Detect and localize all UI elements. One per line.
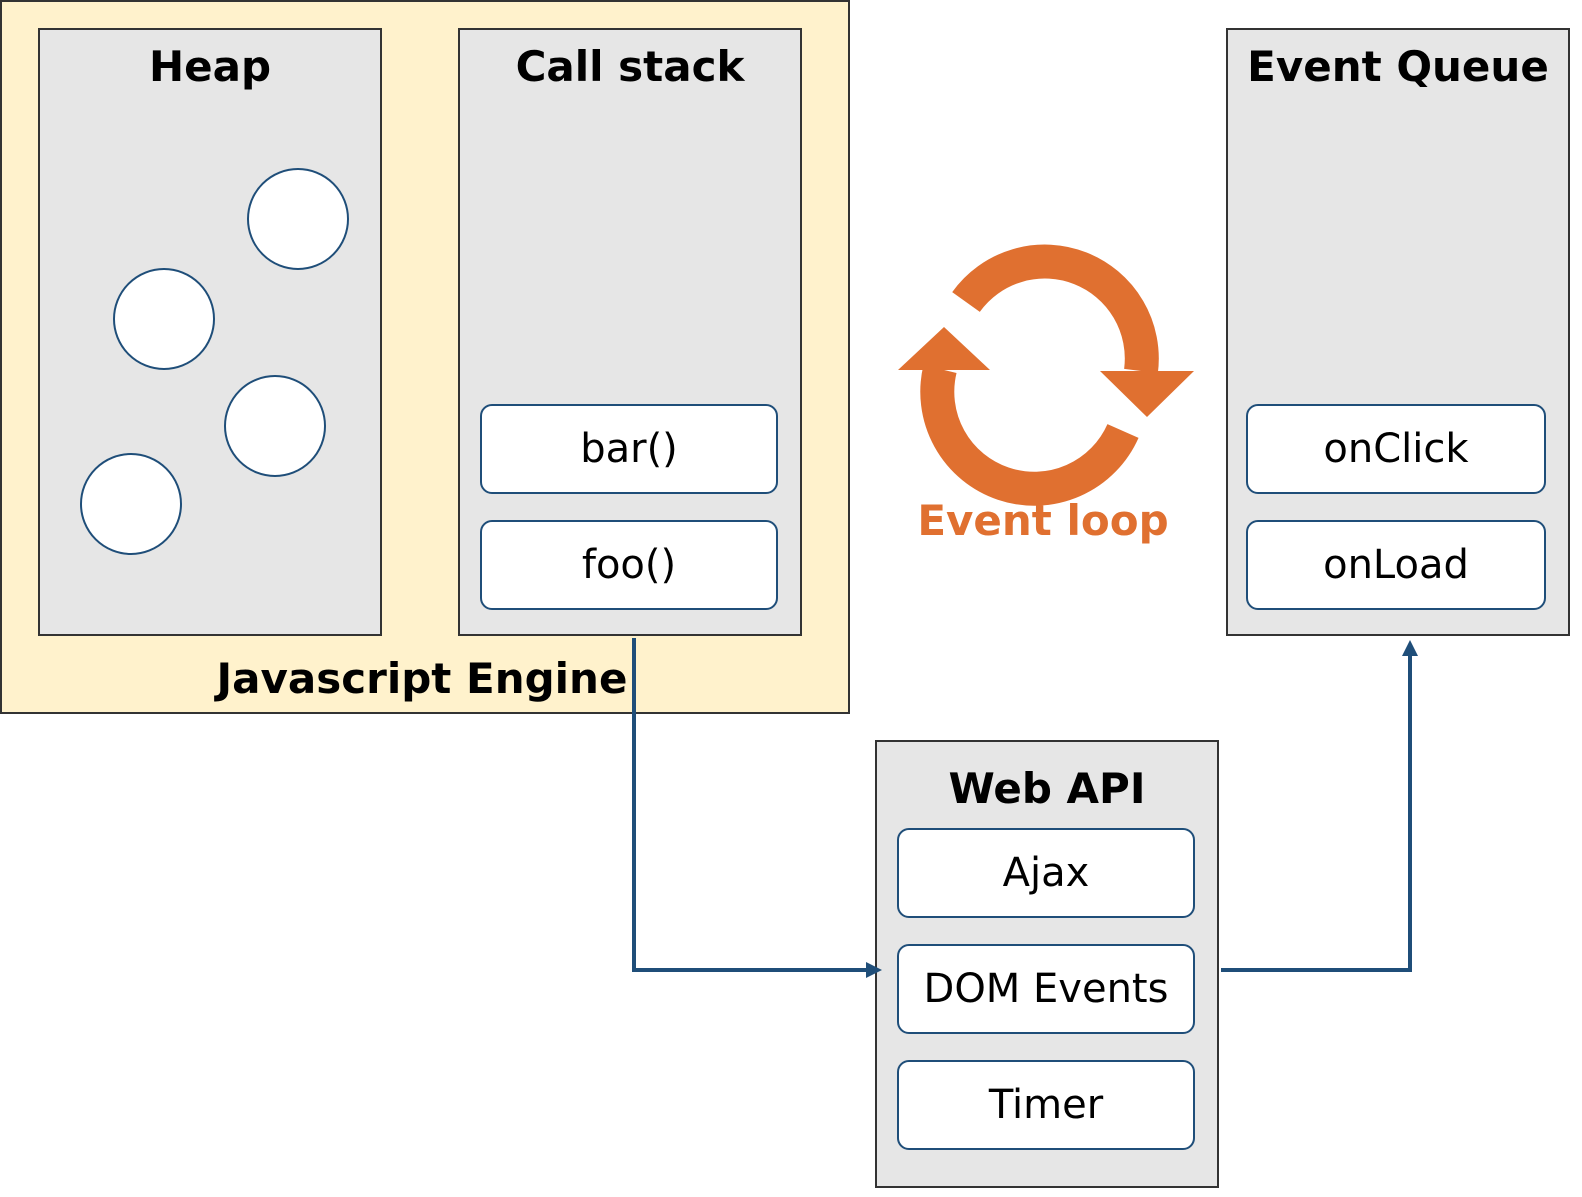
- heap-object: [80, 453, 182, 555]
- heap-title: Heap: [148, 42, 272, 91]
- event-queue-title: Event Queue: [1247, 42, 1549, 91]
- queue-item: onLoad: [1246, 520, 1546, 610]
- heap-object: [224, 375, 326, 477]
- event-loop-label: Event loop: [917, 496, 1169, 545]
- call-stack-title: Call stack: [515, 42, 745, 91]
- heap-object: [113, 268, 215, 370]
- web-api-item: Timer: [897, 1060, 1195, 1150]
- loop-arc-bottom: [920, 365, 1139, 506]
- stack-frame: bar(): [480, 404, 778, 494]
- loop-arrowhead-right: [1100, 371, 1194, 417]
- web-api-item: DOM Events: [897, 944, 1195, 1034]
- connector-webapi-to-queue: [1221, 654, 1412, 972]
- web-api-title: Web API: [948, 764, 1146, 813]
- loop-arrowhead-left: [898, 327, 990, 370]
- event-queue-panel: Event Queue onClick onLoad: [1226, 28, 1570, 636]
- web-api-panel: Web API Ajax DOM Events Timer: [875, 740, 1219, 1188]
- connector-arrowhead: [866, 962, 882, 978]
- loop-arc-top: [952, 244, 1159, 374]
- heap-object: [247, 168, 349, 270]
- engine-label: Javascript Engine: [216, 654, 628, 703]
- connector-callstack-to-webapi: [632, 638, 868, 972]
- web-api-item: Ajax: [897, 828, 1195, 918]
- queue-item: onClick: [1246, 404, 1546, 494]
- heap-objects: [80, 168, 349, 555]
- connector-arrowhead: [1402, 640, 1418, 656]
- stack-frame: foo(): [480, 520, 778, 610]
- event-loop-icon: [898, 244, 1194, 506]
- call-stack-panel: Call stack bar() foo(): [458, 28, 802, 636]
